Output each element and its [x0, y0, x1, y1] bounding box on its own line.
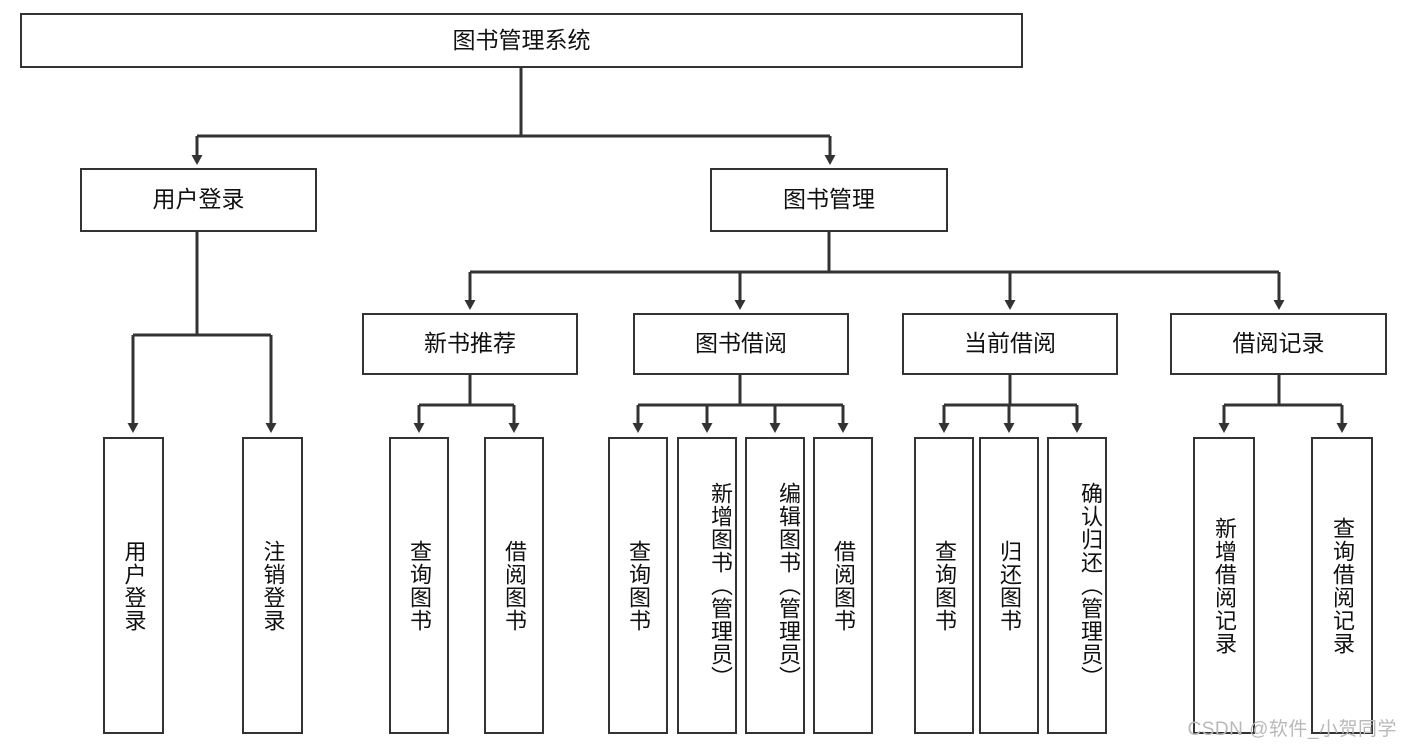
leaf-user-logout[interactable]: 注销登录 — [242, 437, 303, 734]
csdn-watermark: CSDN @软件_小贺同学 — [1187, 719, 1397, 740]
leaf-return-book[interactable]: 归还图书 — [979, 437, 1039, 734]
node-book-manage[interactable]: 图书管理 — [710, 168, 948, 232]
leaf-query-book-current[interactable]: 查询图书 — [914, 437, 974, 734]
leaf-borrow-book-borrow[interactable]: 借阅图书 — [813, 437, 873, 734]
node-root-system[interactable]: 图书管理系统 — [20, 13, 1023, 68]
leaf-add-book-admin[interactable]: 新增图书（管理员） — [677, 437, 737, 734]
node-book-borrow[interactable]: 图书借阅 — [633, 313, 849, 375]
leaf-user-login[interactable]: 用户登录 — [103, 437, 164, 734]
leaf-query-borrow-record[interactable]: 查询借阅记录 — [1311, 437, 1373, 734]
leaf-confirm-return-admin[interactable]: 确认归还（管理员） — [1047, 437, 1107, 734]
leaf-add-borrow-record[interactable]: 新增借阅记录 — [1193, 437, 1255, 734]
leaf-borrow-book-recommend[interactable]: 借阅图书 — [484, 437, 544, 734]
node-borrow-record[interactable]: 借阅记录 — [1170, 313, 1387, 375]
leaf-query-book-recommend[interactable]: 查询图书 — [389, 437, 449, 734]
leaf-edit-book-admin[interactable]: 编辑图书（管理员） — [745, 437, 805, 734]
node-user-login[interactable]: 用户登录 — [80, 168, 317, 232]
leaf-query-book-borrow[interactable]: 查询图书 — [608, 437, 668, 734]
node-current-borrow[interactable]: 当前借阅 — [902, 313, 1118, 375]
node-new-book-recommend[interactable]: 新书推荐 — [362, 313, 578, 375]
